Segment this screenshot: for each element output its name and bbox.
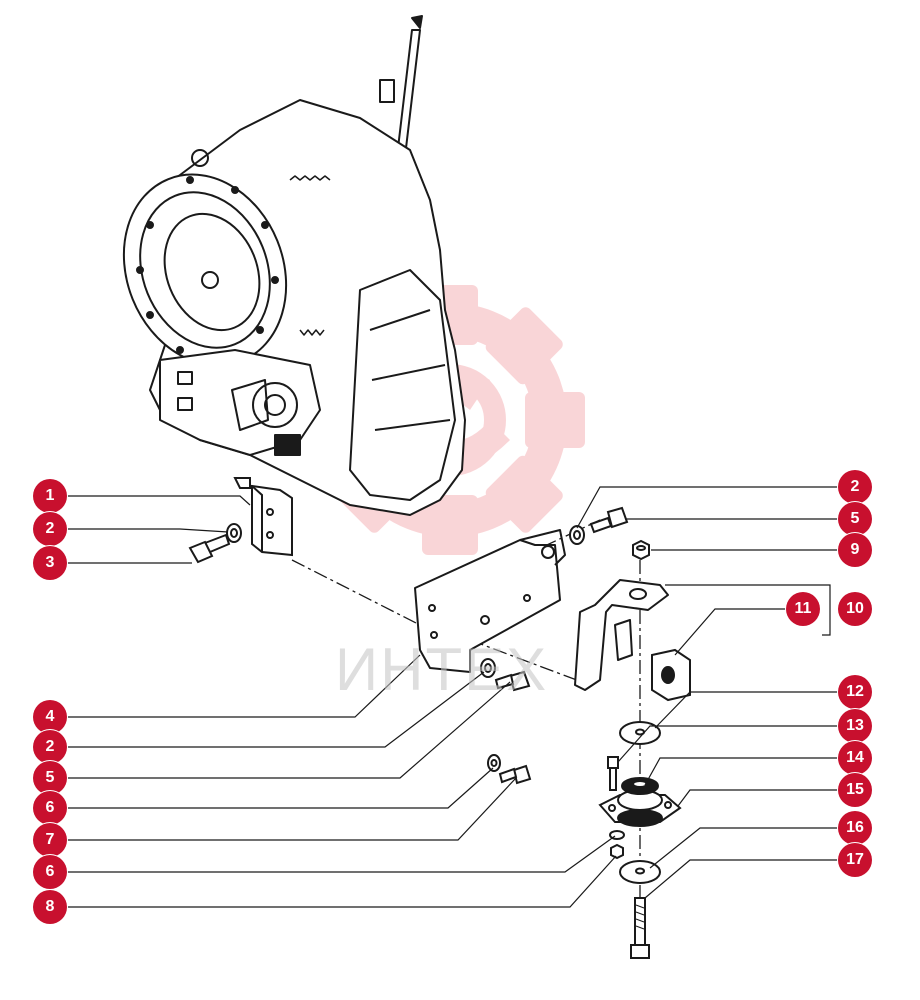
part-5-bolt-upper <box>589 506 629 534</box>
callout-5[interactable]: 5 <box>33 761 67 795</box>
callout-7[interactable]: 7 <box>33 823 67 857</box>
callout-5[interactable]: 5 <box>838 502 872 536</box>
part-11-clamp-block <box>651 648 691 702</box>
callout-14[interactable]: 14 <box>838 741 872 775</box>
callout-6[interactable]: 6 <box>33 855 67 889</box>
transmission-housing <box>122 15 466 516</box>
callout-2[interactable]: 2 <box>33 730 67 764</box>
callout-13[interactable]: 13 <box>838 709 872 743</box>
part-8-nut <box>610 843 624 860</box>
callout-10[interactable]: 10 <box>838 592 872 626</box>
part-2-washer-lower <box>480 658 496 678</box>
callout-4[interactable]: 4 <box>33 700 67 734</box>
callout-3[interactable]: 3 <box>33 546 67 580</box>
part-3-bolt-left <box>188 533 231 564</box>
part-6-washer <box>487 754 501 772</box>
callout-6[interactable]: 6 <box>33 791 67 825</box>
part-13-small-bolt <box>607 756 619 791</box>
leader-lines <box>50 486 855 908</box>
callout-16[interactable]: 16 <box>838 811 872 845</box>
callout-2[interactable]: 2 <box>838 470 872 504</box>
callout-15[interactable]: 15 <box>838 773 872 807</box>
part-7-bolt <box>498 764 532 785</box>
part-4-mounting-plate <box>414 529 566 673</box>
part-12-washer <box>619 721 661 745</box>
callout-8[interactable]: 8 <box>33 890 67 924</box>
part-2-washer-left <box>226 523 242 543</box>
part-16-washer <box>619 860 661 884</box>
callout-17[interactable]: 17 <box>838 843 872 877</box>
callout-9[interactable]: 9 <box>838 533 872 567</box>
part-1-bracket <box>233 477 293 557</box>
part-10-angle-bracket <box>574 579 669 691</box>
watermark-text: ИНТЕХ <box>335 636 549 703</box>
callout-12[interactable]: 12 <box>838 675 872 709</box>
callout-1[interactable]: 1 <box>33 479 67 513</box>
part-9-nut <box>632 539 650 561</box>
callout-2[interactable]: 2 <box>33 512 67 546</box>
part-5-bolt-lower <box>494 670 531 692</box>
part-15-rubber-mount <box>598 777 682 827</box>
part-2-washer-upper <box>569 525 585 545</box>
part-17-long-bolt <box>630 897 650 959</box>
callout-11[interactable]: 11 <box>786 592 820 626</box>
